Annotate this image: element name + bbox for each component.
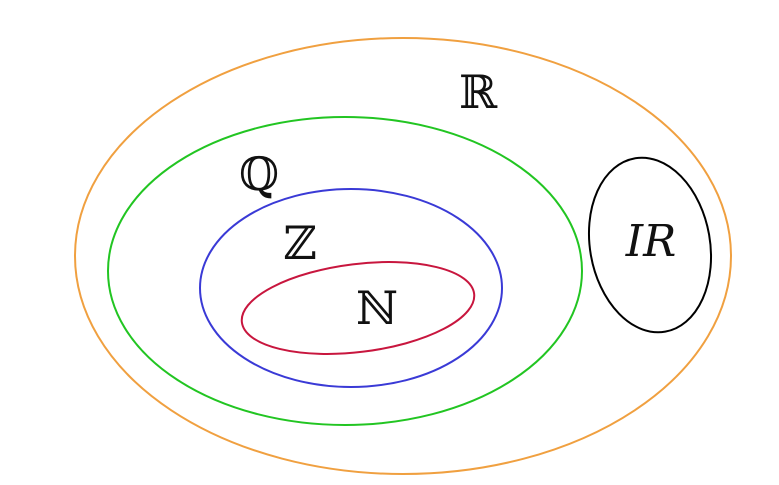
reals-ellipse [74,37,732,475]
irrationals-label: IR [625,216,677,267]
naturals-label: ℕ [356,281,398,335]
rationals-ellipse [107,116,583,426]
reals-label: ℝ [459,65,498,119]
integers-label: ℤ [283,216,317,270]
irrationals-ellipse [587,156,713,334]
integers-ellipse [199,188,503,388]
naturals-ellipse [240,261,476,355]
rationals-label: ℚ [239,147,279,201]
